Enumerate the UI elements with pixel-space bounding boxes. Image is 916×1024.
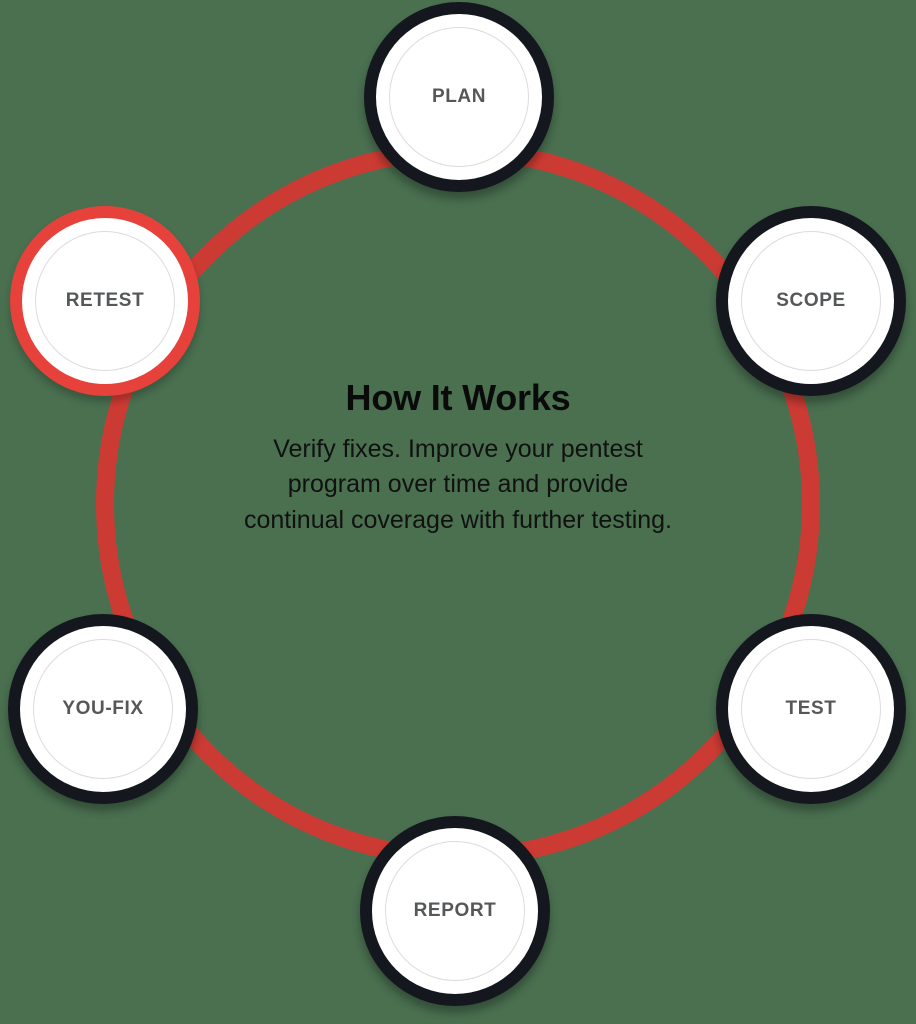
description-line-1: Verify fixes. Improve your pentest — [273, 434, 643, 463]
cycle-node-label: TEST — [785, 698, 837, 719]
cycle-node-label: YOU-FIX — [62, 698, 144, 719]
center-description: Verify fixes. Improve your pentest progr… — [178, 432, 738, 539]
cycle-node-test[interactable]: TEST — [716, 614, 906, 804]
description-line-3: continual coverage with further testing. — [243, 505, 672, 534]
page-title: How It Works — [345, 377, 571, 418]
cycle-node-label: RETEST — [65, 290, 145, 311]
cycle-node-report[interactable]: REPORT — [360, 816, 550, 1006]
cycle-node-scope[interactable]: SCOPE — [716, 206, 906, 396]
cycle-node-you-fix[interactable]: YOU-FIX — [8, 614, 198, 804]
center-text-block: How It Works Verify fixes. Improve your … — [178, 378, 738, 538]
cycle-node-label: SCOPE — [776, 290, 846, 311]
cycle-node-label: REPORT — [413, 900, 497, 921]
cycle-node-retest[interactable]: RETEST — [10, 206, 200, 396]
cycle-node-plan[interactable]: PLAN — [364, 2, 554, 192]
description-line-2: program over time and provide — [287, 470, 629, 499]
cycle-node-label: PLAN — [431, 86, 487, 107]
